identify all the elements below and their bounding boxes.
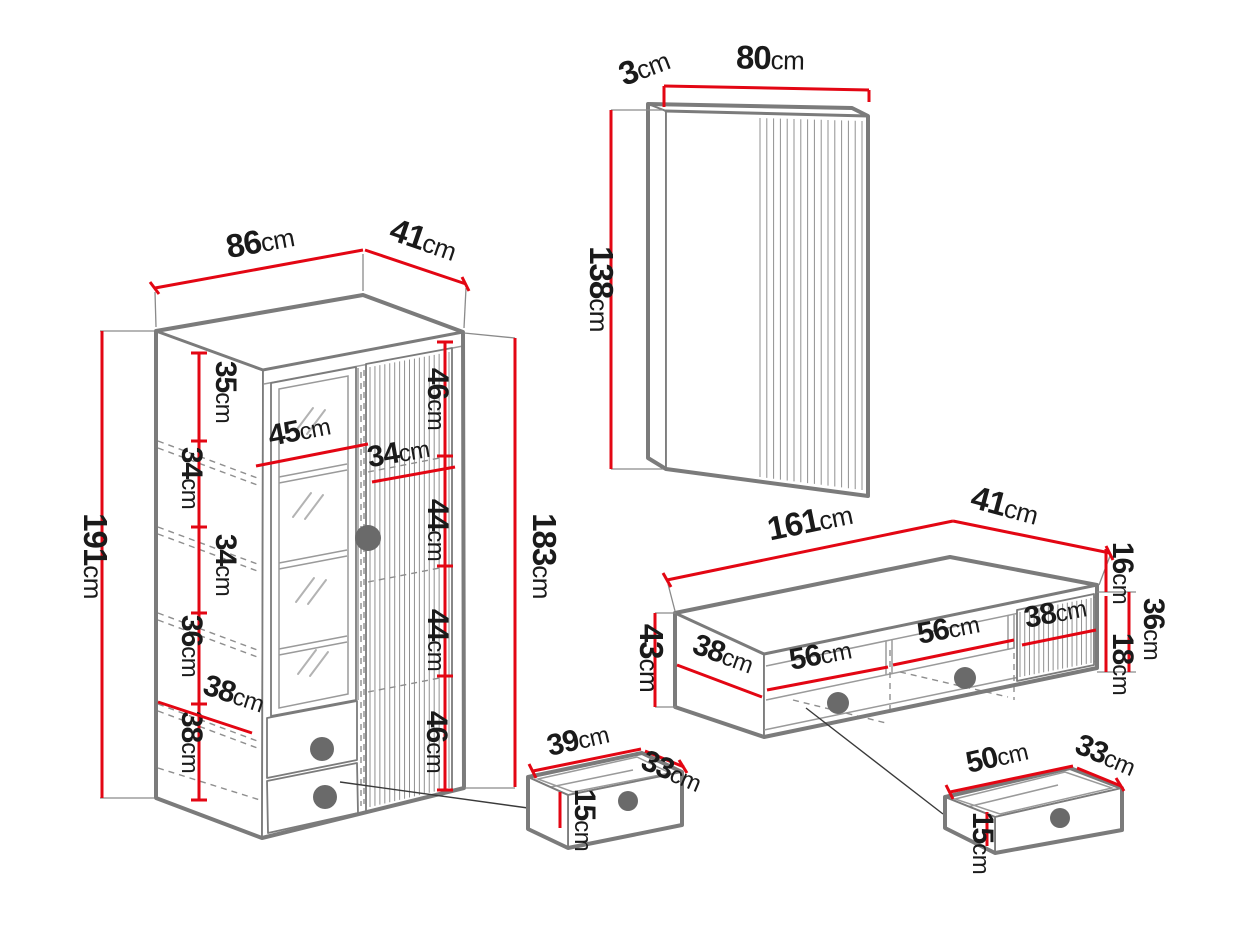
cabinet-dimensions: 86cm 41cm 191cm 183cm 35cm 34cm 34cm 36c… bbox=[77, 211, 563, 802]
dim-tv-depth: 41cm bbox=[967, 478, 1043, 531]
cabinet-drawer-1 bbox=[266, 700, 358, 779]
dim-tv-niche-height: 16cm bbox=[1106, 542, 1139, 604]
dim-cabinet-gap-2: 34cm bbox=[175, 447, 208, 509]
dim-small-drawer-height: 15cm bbox=[568, 789, 601, 851]
cabinet-glass-shelves bbox=[278, 463, 348, 656]
large-drawer-inner-rim bbox=[952, 771, 1115, 815]
cabinet-shelf-dashes bbox=[157, 440, 261, 801]
small-drawer-silhouette bbox=[526, 751, 684, 850]
dim-cabinet-right-gap-2: 44cm bbox=[421, 499, 454, 561]
glass-reflection-marks bbox=[292, 407, 329, 677]
tv-drawer-1-knob bbox=[827, 692, 849, 714]
tv-top-edges bbox=[673, 583, 1099, 656]
dim-cabinet-gap-5: 38cm bbox=[175, 711, 208, 773]
dim-cabinet-gap-3: 34cm bbox=[209, 534, 242, 596]
cabinet-left-gap-ticks bbox=[191, 351, 207, 802]
dim-cabinet-height: 191cm bbox=[77, 513, 114, 599]
cabinet-left-face bbox=[155, 330, 264, 839]
cabinet-glass-door bbox=[270, 366, 357, 717]
dim-cabinet-right-gap-1: 46cm bbox=[421, 368, 454, 430]
tv-drawer-leader bbox=[805, 707, 944, 815]
dim-panel-width: 80cm bbox=[736, 38, 805, 76]
dim-tv-drawer-height: 18cm bbox=[1106, 633, 1139, 695]
cabinet-silhouette bbox=[154, 293, 466, 840]
panel-left-sliver bbox=[647, 103, 667, 470]
cabinet-drawers bbox=[266, 700, 359, 834]
dim-panel-height: 138cm bbox=[583, 246, 620, 332]
dim-cabinet-width: 86cm bbox=[223, 216, 297, 265]
dim-cabinet-right-gap-3: 44cm bbox=[421, 609, 454, 671]
cabinet-top-edges bbox=[154, 329, 465, 372]
dim-tv-compartment-2: 56cm bbox=[914, 607, 982, 651]
panel-silhouette bbox=[646, 102, 870, 498]
cabinet-fluted-door-shelf-dashes bbox=[367, 455, 451, 693]
dim-cabinet-gap-4: 36cm bbox=[175, 615, 208, 677]
dim-tv-height: 43cm bbox=[633, 624, 670, 692]
tv-drawer-2-knob bbox=[954, 667, 976, 689]
dim-large-drawer-height: 15cm bbox=[966, 812, 999, 874]
dim-tv-width: 161cm bbox=[764, 494, 855, 547]
dim-cabinet-right-door-width: 34cm bbox=[365, 431, 432, 474]
cabinet-right-gap-ticks bbox=[437, 340, 453, 792]
small-drawer-inner-rim bbox=[535, 756, 673, 793]
large-drawer: 50cm 33cm 15cm bbox=[943, 728, 1139, 874]
cabinet-flute-lines bbox=[369, 352, 450, 807]
cabinet-drawer-leader bbox=[339, 781, 529, 809]
dim-cabinet-glass-door-width: 45cm bbox=[265, 409, 333, 453]
dim-tv-front-height: 36cm bbox=[1137, 598, 1170, 660]
dim-small-drawer-width: 39cm bbox=[544, 717, 612, 763]
large-drawer-knob bbox=[1050, 808, 1070, 828]
cabinet-drawer-2-knob bbox=[313, 785, 337, 809]
dim-cabinet-gap-1: 35cm bbox=[209, 361, 242, 423]
small-drawer-knob bbox=[618, 791, 638, 811]
cabinet-drawer-1-knob bbox=[310, 737, 334, 761]
small-drawer: 39cm 33cm 15cm bbox=[526, 717, 705, 851]
dim-tv-compartment-1: 56cm bbox=[786, 633, 854, 677]
cabinet-fluted-door bbox=[365, 347, 453, 813]
leader-lines bbox=[339, 707, 944, 815]
wall-panel bbox=[646, 102, 870, 498]
dim-tv-compartment-3: 38cm bbox=[1021, 591, 1089, 635]
panel-top-edge bbox=[664, 109, 870, 118]
tv-stand bbox=[673, 555, 1099, 739]
panel-flute-lines bbox=[759, 118, 863, 490]
dim-cabinet-right-gap-4: 46cm bbox=[420, 711, 453, 773]
dim-cabinet-inner-height: 183cm bbox=[526, 513, 563, 599]
dim-large-drawer-width: 50cm bbox=[963, 734, 1031, 780]
cabinet-door-knob bbox=[355, 525, 381, 551]
